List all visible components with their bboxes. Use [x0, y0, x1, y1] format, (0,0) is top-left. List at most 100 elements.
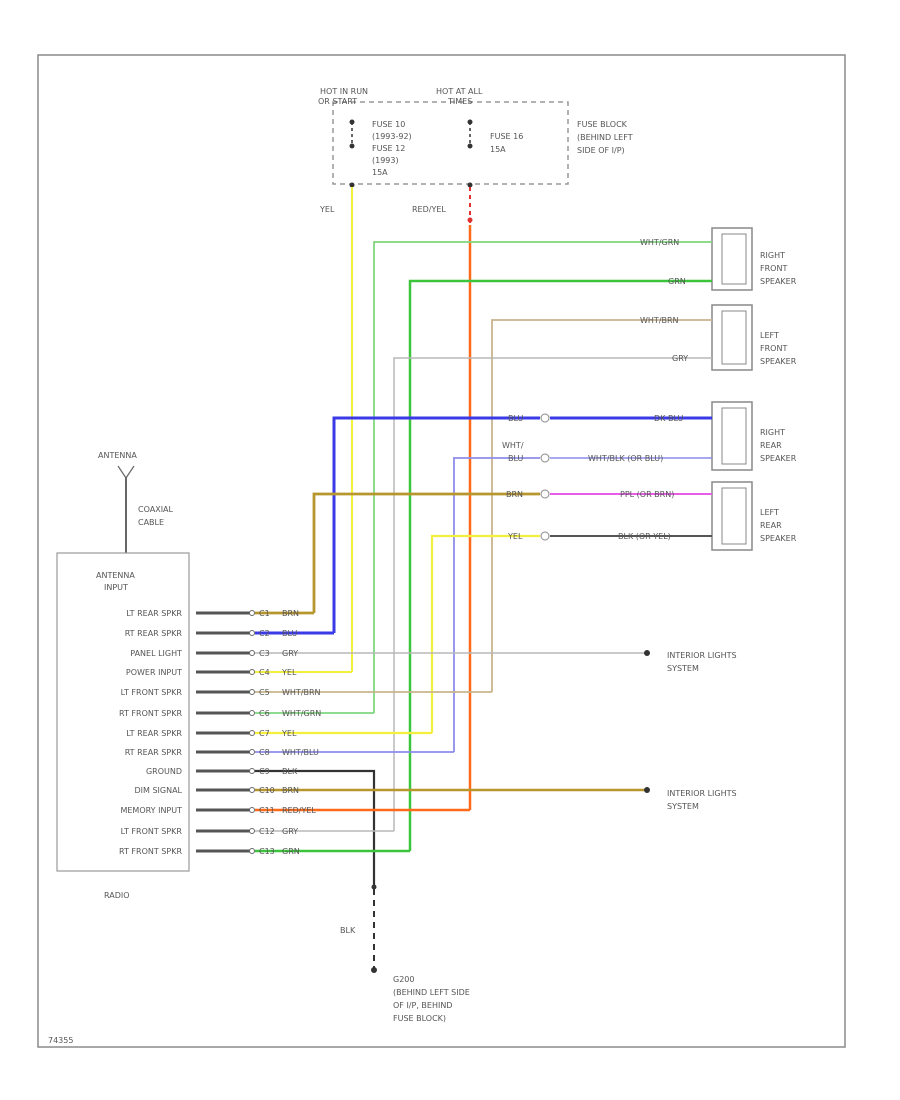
radio-pin-wire-label: WHT/BRN	[282, 688, 321, 697]
wire-label-rr-top-right: DK BLU	[654, 414, 683, 423]
footer-code: 74355	[48, 1036, 73, 1045]
radio-pin-id: C1	[259, 609, 270, 618]
speaker-right-rear: RIGHT REAR SPEAKER	[711, 401, 797, 471]
radio-pin-label: LT FRONT SPKR	[121, 688, 183, 697]
wire-brn-lr	[312, 492, 540, 613]
radio-pin-label: DIM SIGNAL	[134, 786, 182, 795]
speaker-lf-body	[711, 304, 753, 371]
radio-pin-wire-label: WHT/BLU	[282, 748, 319, 757]
wire-label-lr-bottom-right: BLK (OR YEL)	[618, 532, 671, 541]
speaker-lf-line-1: LEFT	[760, 331, 779, 340]
wire-label-rr-top-left: BLU	[508, 414, 524, 423]
radio-pin-terminal	[249, 689, 255, 695]
radio-pin-wire-label: YEL	[281, 729, 297, 738]
fuse-left-terminal-bottom	[349, 143, 355, 149]
fuse-block-location-3: SIDE OF I/P)	[577, 146, 625, 155]
ground-line-2: (BEHIND LEFT SIDE	[393, 988, 470, 997]
radio-input-line-1: ANTENNA	[96, 571, 135, 580]
radio-pin-label: RT FRONT SPKR	[119, 709, 182, 718]
wire-label-rr-bottom-left: BLU	[508, 454, 524, 463]
radio-pin-label: RT FRONT SPKR	[119, 847, 182, 856]
radio-input-line-2: INPUT	[104, 583, 128, 592]
speaker-left-front: LEFT FRONT SPEAKER	[711, 304, 797, 371]
radio-pin-wire-label: BLK	[282, 767, 298, 776]
wht-label: WHT/	[502, 441, 524, 450]
connector-lr-bottom	[540, 531, 550, 541]
radio-pin-id: C3	[259, 649, 270, 658]
diagram-frame	[37, 54, 846, 1048]
wire-yel-lr	[430, 534, 540, 733]
wire-grn-rf	[408, 279, 712, 851]
fuse-right-line-1: FUSE 16	[490, 132, 523, 141]
yel-fuse-output-terminal	[349, 182, 355, 188]
radio-pin-id: C2	[259, 629, 270, 638]
radio-pin-label: PANEL LIGHT	[130, 649, 182, 658]
ground-line-3: OF I/P, BEHIND	[393, 1001, 452, 1010]
fuse-left-line-1: FUSE 10	[372, 120, 405, 129]
ground: BLK G200 (BEHIND LEFT SIDE OF I/P, BEHIN…	[340, 884, 470, 1023]
radio-pin-labels: LT REAR SPKR RT REAR SPKR PANEL LIGHT POWER…	[119, 609, 183, 856]
speaker-lf-line-3: SPEAKER	[760, 357, 797, 366]
red-fuse-output-terminal	[467, 182, 473, 188]
connector-rr-top	[540, 413, 550, 423]
ground-line-1: G200	[393, 975, 414, 984]
radio-pin-id: C5	[259, 688, 270, 697]
radio-pin-label: RT REAR SPKR	[125, 629, 183, 638]
fuse-right-terminal-bottom	[467, 143, 473, 149]
speaker-rf-line-1: RIGHT	[760, 251, 785, 260]
interior-lights-2-line-2: SYSTEM	[667, 802, 699, 811]
radio-pin-id: C6	[259, 709, 270, 718]
speaker-rf-line-3: SPEAKER	[760, 277, 797, 286]
connector-lr-top	[540, 489, 550, 499]
radio-pin-label: LT REAR SPKR	[126, 729, 182, 738]
wire-label-rr-bottom-right: WHT/BLK (OR BLU)	[588, 454, 663, 463]
speaker-lr-cone	[721, 487, 747, 545]
radio-pin-id: C9	[259, 767, 270, 776]
radio-pin-wire-label: BRN	[282, 609, 299, 618]
radio-pin-wire-label: WHT/GRN	[282, 709, 321, 718]
radio-pin-id: C10	[259, 786, 275, 795]
interior-lights-1-line-1: INTERIOR LIGHTS	[667, 651, 737, 660]
radio-body	[56, 552, 190, 872]
wire-blu-rr	[332, 416, 540, 633]
radio-pin-label: LT FRONT SPKR	[121, 827, 183, 836]
fuse-block-location-2: (BEHIND LEFT	[577, 133, 633, 142]
harness-c9-blk	[255, 769, 376, 885]
radio-pin-id: C11	[259, 806, 275, 815]
radio-pin-terminal	[249, 730, 255, 736]
fuse-block: HOT IN RUN OR START HOT AT ALL TIMES FUS…	[318, 87, 633, 185]
radio-pin-id: C13	[259, 847, 275, 856]
radio-pin-terminal	[249, 828, 255, 834]
hot-all-sub: TIMES	[447, 97, 472, 106]
fuse-left-line-4: (1993)	[372, 156, 399, 165]
radio-pin-terminal	[249, 749, 255, 755]
radio-pin-terminal	[249, 787, 255, 793]
hot-run-label: HOT IN RUN	[320, 87, 368, 96]
ground-line-4: FUSE BLOCK)	[393, 1014, 446, 1023]
radio-pin-label: RT REAR SPKR	[125, 748, 183, 757]
speaker-rf-line-2: FRONT	[760, 264, 787, 273]
interior-lights-1-line-2: SYSTEM	[667, 664, 699, 673]
wire-wht-blu-rr	[453, 457, 540, 752]
speaker-rf-cone	[721, 233, 747, 285]
radio-pin-terminal	[249, 650, 255, 656]
wire-wht-grn-rf	[373, 241, 712, 713]
speaker-rr-line-2: REAR	[760, 441, 782, 450]
radio-pin-wire-label: GRY	[282, 649, 298, 658]
interior-lights-terminal-1	[644, 650, 650, 656]
radio-pin-label: POWER INPUT	[126, 668, 182, 677]
radio-pin-wire-label: GRN	[282, 847, 300, 856]
wire-label-lr-bottom-left: YEL	[507, 532, 523, 541]
radio-pin-label: MEMORY INPUT	[120, 806, 182, 815]
radio-pin-terminal	[249, 630, 255, 636]
wire-label-lr-top-right: PPL (OR BRN)	[620, 490, 674, 499]
fuse-block-location-1: FUSE BLOCK	[577, 120, 628, 129]
radio-pin-id: C4	[259, 668, 270, 677]
wire-gry-lf	[393, 357, 712, 831]
radio-pin-terminal	[249, 710, 255, 716]
fuse-left-line-5: 15A	[372, 168, 388, 177]
radio-pin-wire-label: RED/YEL	[282, 806, 316, 815]
ground-splice	[371, 884, 377, 890]
interior-lights-2-line-1: INTERIOR LIGHTS	[667, 789, 737, 798]
